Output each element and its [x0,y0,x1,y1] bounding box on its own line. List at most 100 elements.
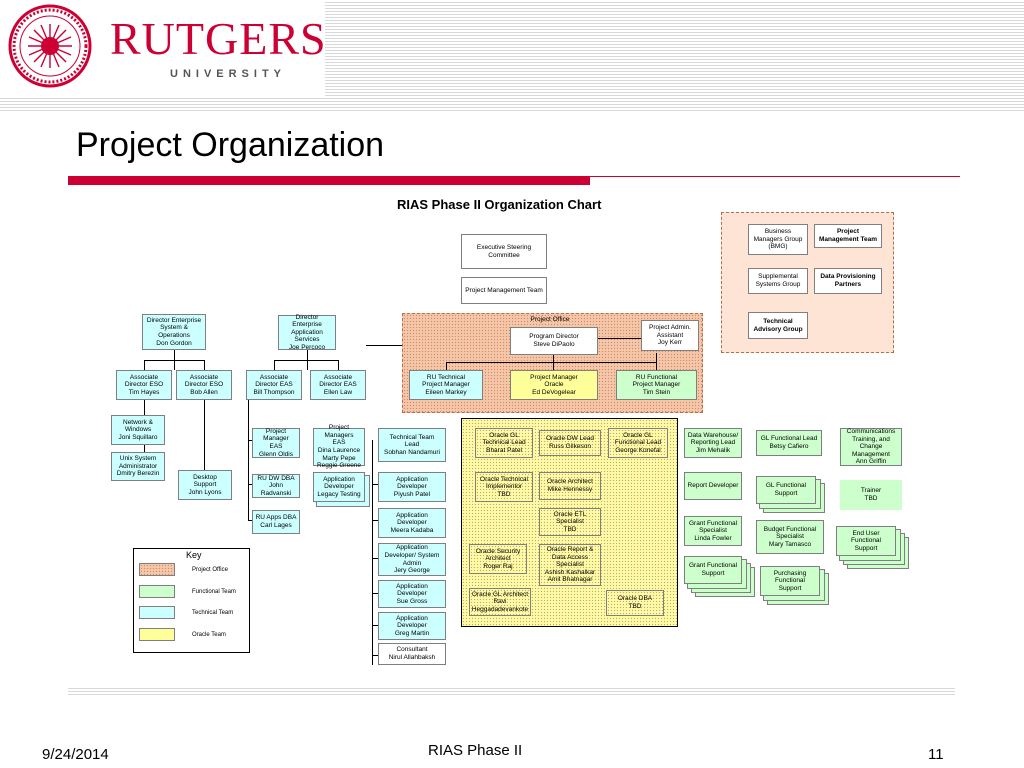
oracle-gl-functional-lead-box: Oracle GL Functional Lead George Konefal [608,428,668,458]
logo-subtitle: UNIVERSITY [170,68,287,80]
footer-title: RIAS Phase II [428,742,523,759]
network-windows-box: Network & Windows Joni Squillaro [111,415,165,445]
oracle-security-box: Oracle Security Architect Roger Raj [469,544,527,574]
oracle-technical-implementor-box: Oracle Technical Implementor TBD [475,472,533,502]
connector [144,360,204,361]
title-underline [68,176,590,185]
legend-label: Project Office [192,567,228,573]
dw-reporting-lead-box: Data Warehouse/ Reporting Lead Jim Mehal… [684,428,742,458]
connector [372,593,378,594]
assoc-eso-allen-box: Associate Director ESO Bob Allen [176,370,232,400]
legend: Key Project Office Functional Team Techn… [133,548,250,653]
connector [372,558,378,559]
page-number: 11 [928,746,944,763]
app-dev-greg-box: Application Developer Greg Martin [378,612,446,640]
assoc-eas-thompson-box: Associate Director EAS Bill Thompson [246,370,302,400]
connector [372,440,373,665]
director-eso-box: Director Enterprise System & Operations … [142,314,206,350]
connector [248,400,249,520]
connector [446,362,656,363]
communications-training-box: Communications Training, and Change Mana… [840,428,902,466]
connector [274,360,275,370]
project-office-label: Project Office [530,316,570,323]
pm-eas-oldis-box: Project Manager EAS Glenn Oldis [252,428,300,458]
assoc-eso-hayes-box: Associate Director ESO Tim Hayes [116,370,172,400]
grant-functional-specialist-box: Grant Functional Specialist Linda Fowler [684,516,742,546]
connector [204,400,205,470]
connector [372,655,378,656]
logo-wordmark: RUTGERS [110,13,327,64]
program-director-box: Program Director Steve DiPaolo [510,327,598,355]
legend-label: Oracle Team [192,632,226,638]
legend-title: Key [186,550,202,560]
end-user-support-box: End User Functional Support [836,526,896,556]
director-eas-box: Director Enterprise Application Services… [278,314,336,351]
legacy-testing-box: Application Developer Legacy Testing [313,472,365,502]
unix-admin-box: Unix System Administrator Dmitry Berezin [111,452,165,481]
app-dev-jery-box: Application Developer/ System Admin Jery… [378,543,446,576]
footer-rule [68,688,955,696]
oracle-pm-box: Project Manager Oracle Ed DeVogelear [510,370,598,400]
ru-technical-pm-box: RU Technical Project Manager Eileen Mark… [409,370,483,400]
supplemental-systems-box: Supplemental Systems Group [748,268,808,294]
connector [598,338,641,339]
connector [274,360,338,361]
oracle-report-specialist-box: Oracle Report & Data Access Specialist A… [539,544,601,586]
footer-date: 9/24/2014 [42,746,109,763]
legend-swatch-project-office [139,563,175,576]
project-management-team-box: Project Management Team [461,277,547,304]
connector [372,484,378,485]
oracle-architect-box: Oracle Architect Mike Hennessy [539,472,601,500]
connector [366,345,402,346]
grant-functional-support-box: Grant Functional Support [684,556,742,584]
gl-functional-support-box: GL Functional Support [756,476,816,504]
ru-dw-dba-box: RU DW DBA John Radvanski [252,474,300,498]
legend-swatch-functional [139,585,175,598]
connector [248,440,252,441]
steering-committee-box: Executive Steering Committee [461,234,547,269]
connector [446,362,447,370]
connector [656,353,657,370]
app-dev-meera-box: Application Developer Meera Kadaba [378,508,446,538]
connector [372,625,378,626]
chart-title: RIAS Phase II Organization Chart [397,197,602,212]
oracle-gl-technical-lead-box: Oracle GL Technical Lead Bharat Patel [475,428,533,458]
oracle-dw-lead-box: Oracle DW Lead Russ Gilkeson [539,430,601,456]
budget-functional-specialist-box: Budget Functional Specialist Mary Tamasc… [756,520,824,554]
purchasing-support-box: Purchasing Functional Support [760,566,820,596]
project-management-team-advisory-box: Project Management Team [814,224,882,248]
oracle-etl-box: Oracle ETL Specialist TBD [539,508,601,536]
page-title: Project Organization [76,126,385,164]
admin-assistant-box: Project Admin. Assistant Joy Kerr [641,320,699,351]
title-rule [590,176,960,177]
technical-advisory-box: Technical Advisory Group [748,312,808,339]
oracle-gl-architect-box: Oracle GL Architect Ravi Heggadadevankot… [469,588,531,616]
legend-swatch-oracle [139,628,175,641]
legend-label: Technical Team [192,610,234,616]
rutgers-seal-icon [8,4,92,88]
app-dev-sue-box: Application Developer Sue Gross [378,580,446,608]
connector [338,360,339,370]
legend-label: Functional Team [192,589,236,595]
legend-swatch-technical [139,606,175,619]
data-provisioning-box: Data Provisioning Partners [814,268,882,294]
gl-functional-lead-box: GL Functional Lead Betsy Cafiero [756,430,822,456]
report-developer-box: Report Developer [684,472,742,500]
consultant-box: Consultant Nirul Allahbaksh [378,643,446,665]
assoc-eas-law-box: Associate Director EAS Ellen Law [310,370,366,400]
app-dev-piyush-box: Application Developer Piyush Patel [378,472,446,502]
ru-functional-pm-box: RU Functional Project Manager Tim Stein [616,370,697,400]
ru-apps-dba-box: RU Apps DBA Carl Lages [252,510,300,534]
desktop-support-box: Desktop Support John Lyons [178,470,232,500]
bmg-box: Business Managers Group (BMG) [748,224,808,255]
oracle-dba-box: Oracle DBA TBD [606,590,664,616]
pm-eas-group-box: Project Managers EAS Dina Laurence Marty… [313,424,365,469]
logo: RUTGERS UNIVERSITY [0,0,327,96]
connector [372,520,378,521]
connector [248,520,252,521]
trainer-box: Trainer TBD [840,480,902,510]
connector [204,360,205,370]
connector [144,360,145,370]
connector [248,484,252,485]
technical-team-lead-box: Technical Team Lead Sobhan Nandamuri [378,428,446,462]
